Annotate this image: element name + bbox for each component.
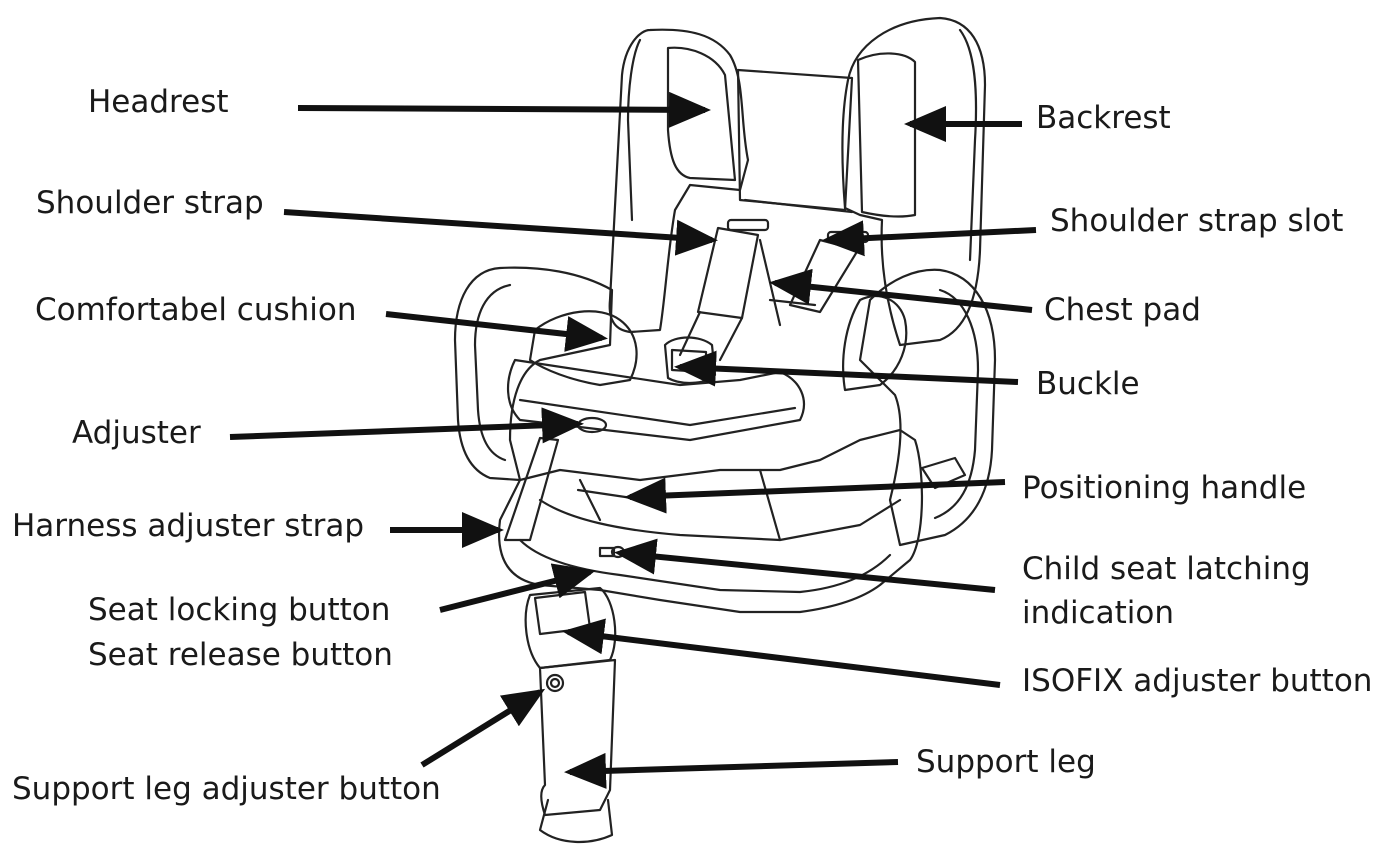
adjuster-oval [576,416,608,434]
label-isofix-adjuster-button: ISOFIX adjuster button [1022,663,1373,699]
label-child-seat-latching-1: Child seat latching [1022,551,1311,587]
backrest-center [736,68,854,212]
arrow-shoulder-strap [283,209,718,256]
base-shell [497,428,924,614]
label-seat-release-button: Seat release button [88,637,393,673]
label-buckle: Buckle [1036,366,1140,402]
support-leg-button [545,673,565,693]
label-shoulder-strap-slot: Shoulder strap slot [1050,203,1344,239]
leader-arrows [229,91,1037,789]
shoulder-strap-right [788,238,860,314]
label-chest-pad: Chest pad [1044,292,1201,328]
arrow-adjuster [229,407,584,444]
arrow-support-leg [564,752,899,789]
comfortable-cushion [528,310,638,387]
side-wing-left [453,266,614,482]
label-adjuster: Adjuster [72,415,201,451]
arrow-seat-locking-button [439,563,596,613]
label-comfortable-cushion: Comfortabel cushion [35,292,357,328]
arrow-buckle [674,350,1019,387]
arrow-comfortable-cushion [385,311,608,352]
arrow-chest-pad [769,268,1033,313]
label-shoulder-strap: Shoulder strap [36,185,264,221]
arrow-child-seat-latching [614,538,996,593]
headrest-right-wing [841,16,987,347]
car-seat-drawing [453,16,997,844]
arrow-positioning-handle [624,477,1006,514]
support-leg [538,658,617,817]
label-child-seat-latching-2: indication [1022,595,1174,631]
arrow-shoulder-strap-slot [822,220,1037,257]
label-positioning-handle: Positioning handle [1022,470,1307,506]
label-support-leg: Support leg [916,744,1096,780]
label-seat-locking-button: Seat locking button [88,592,391,628]
arrow-isofix-adjuster-button [562,618,1001,688]
arrow-support-leg-adjuster-button [420,688,546,768]
label-backrest: Backrest [1036,100,1171,136]
arrow-headrest [297,91,711,128]
label-harness-adjuster-strap: Harness adjuster strap [12,508,365,544]
side-wing-right [858,268,997,547]
label-support-leg-adjuster-button: Support leg adjuster button [12,771,441,807]
label-headrest: Headrest [88,84,229,120]
headrest-left-wing [608,28,750,334]
